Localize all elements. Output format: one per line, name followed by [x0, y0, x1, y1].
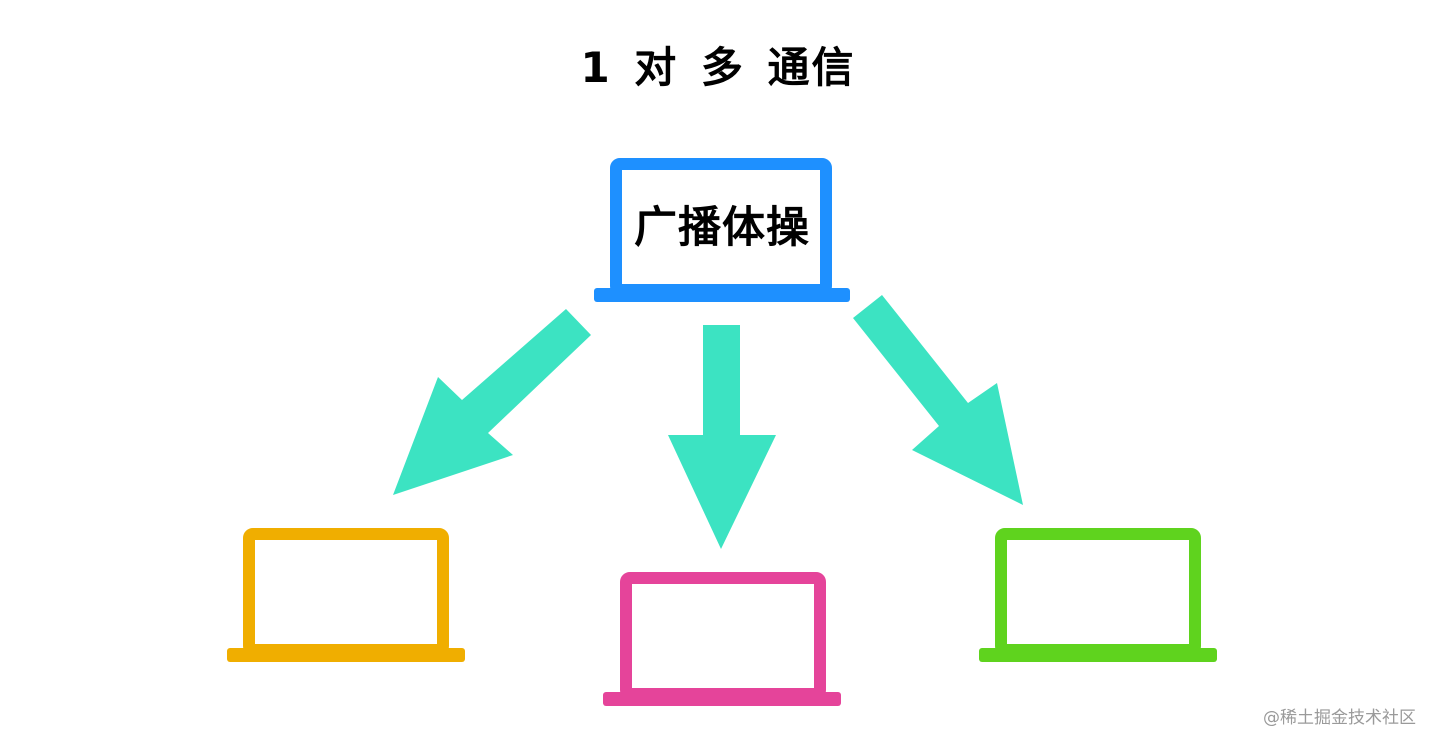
receiver-right-screen	[995, 528, 1201, 656]
arrow-down-left-icon	[393, 309, 591, 495]
source-laptop-label: 广播体操	[634, 203, 810, 253]
arrow-down-right-icon	[853, 295, 1023, 505]
receiver-center-base	[603, 692, 841, 706]
receiver-laptop-right-icon	[979, 528, 1217, 662]
diagram-title: 1 对 多 通信	[580, 43, 856, 92]
receiver-left-screen	[243, 528, 449, 656]
receiver-laptop-left-icon	[227, 528, 465, 662]
receiver-left-base	[227, 648, 465, 662]
arrow-down-icon	[668, 325, 776, 549]
broadcast-arrows	[393, 295, 1023, 549]
receiver-center-screen	[620, 572, 826, 700]
source-laptop-icon	[594, 158, 850, 302]
receiver-right-base	[979, 648, 1217, 662]
watermark: @稀土掘金技术社区	[1263, 708, 1416, 728]
receiver-laptop-center-icon	[603, 572, 841, 706]
source-laptop-base	[594, 288, 850, 302]
